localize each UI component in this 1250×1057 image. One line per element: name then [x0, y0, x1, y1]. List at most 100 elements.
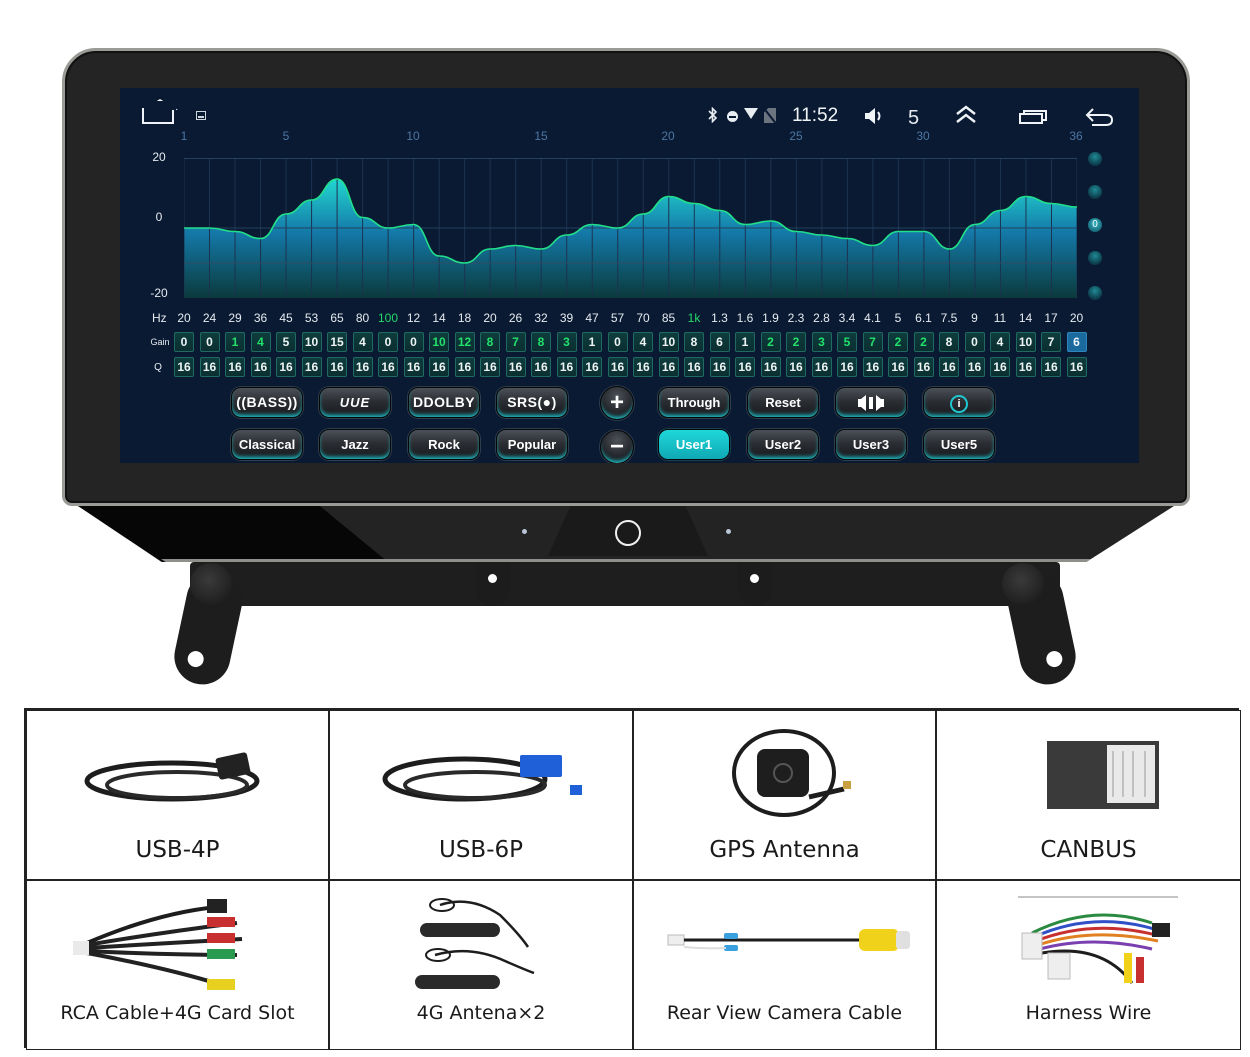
q-cell[interactable]: 16	[837, 357, 857, 377]
q-cell[interactable]: 16	[352, 357, 373, 377]
dolby-button[interactable]: DDOLBY	[408, 387, 480, 418]
physical-home-button[interactable]	[615, 520, 641, 546]
gain-cell[interactable]: 3	[811, 332, 832, 352]
gain-cell[interactable]: 0	[964, 332, 985, 352]
srs-button[interactable]: SRS(●)	[496, 387, 568, 418]
q-cell[interactable]: 16	[811, 357, 832, 377]
gain-cell[interactable]: 3	[556, 332, 577, 352]
user5-button[interactable]: User5	[923, 429, 995, 460]
through-button[interactable]: Through	[658, 387, 730, 418]
q-cell[interactable]: 16	[556, 357, 577, 377]
q-cell[interactable]: 16	[480, 357, 500, 377]
gain-cell[interactable]: 10	[1015, 332, 1036, 352]
q-cell[interactable]: 16	[174, 357, 194, 377]
gain-cell[interactable]: 5	[837, 332, 857, 352]
q-cell[interactable]: 16	[888, 357, 908, 377]
reset-button[interactable]: Reset	[747, 387, 819, 418]
q-cell[interactable]: 16	[1015, 357, 1036, 377]
increase-button[interactable]: +	[600, 386, 634, 420]
q-cell[interactable]: 16	[454, 357, 475, 377]
gain-cell[interactable]: 10	[658, 332, 679, 352]
gain-cell[interactable]: 7	[1041, 332, 1061, 352]
rail-dot[interactable]	[1088, 185, 1102, 199]
collapse-icon[interactable]	[954, 104, 978, 126]
q-cell[interactable]: 16	[403, 357, 424, 377]
gain-cell[interactable]: 8	[684, 332, 704, 352]
q-cell[interactable]: 16	[225, 357, 245, 377]
q-cell[interactable]: 16	[735, 357, 755, 377]
user3-button[interactable]: User3	[835, 429, 907, 460]
gain-cell[interactable]: 2	[888, 332, 908, 352]
gain-cell[interactable]: 0	[199, 332, 220, 352]
gain-slider-thumb[interactable]: 0	[1088, 218, 1102, 232]
gain-cell[interactable]: 0	[403, 332, 424, 352]
speaker-icon[interactable]	[864, 107, 886, 125]
q-cell[interactable]: 16	[378, 357, 398, 377]
gain-cell[interactable]: 6	[1066, 332, 1087, 352]
q-cell[interactable]: 16	[964, 357, 985, 377]
balance-speaker-button[interactable]	[835, 387, 907, 418]
gain-cell[interactable]: 2	[786, 332, 806, 352]
q-cell[interactable]: 16	[684, 357, 704, 377]
gain-cell[interactable]: 8	[939, 332, 959, 352]
gain-cell[interactable]: 4	[990, 332, 1010, 352]
rail-dot[interactable]	[1088, 152, 1102, 166]
gain-cell[interactable]: 7	[862, 332, 883, 352]
gain-cell[interactable]: 4	[250, 332, 271, 352]
rail-dot[interactable]	[1088, 286, 1102, 300]
q-cell[interactable]: 16	[1041, 357, 1061, 377]
user1-button[interactable]: User1	[658, 429, 730, 460]
q-cell[interactable]: 16	[531, 357, 551, 377]
q-cell[interactable]: 16	[276, 357, 296, 377]
gain-cell[interactable]: 1	[225, 332, 245, 352]
q-cell[interactable]: 16	[301, 357, 322, 377]
gain-cell[interactable]: 0	[378, 332, 398, 352]
q-cell[interactable]: 16	[1066, 357, 1087, 377]
preset-rock-button[interactable]: Rock	[408, 429, 480, 460]
gain-cell[interactable]: 12	[454, 332, 475, 352]
eq-curve-chart[interactable]	[184, 158, 1077, 298]
q-cell[interactable]: 16	[633, 357, 653, 377]
gain-cell[interactable]: 8	[531, 332, 551, 352]
gain-cell[interactable]: 0	[174, 332, 194, 352]
q-cell[interactable]: 16	[607, 357, 628, 377]
decrease-button[interactable]: −	[600, 430, 634, 463]
gain-cell[interactable]: 4	[352, 332, 373, 352]
gain-cell[interactable]: 8	[480, 332, 500, 352]
user2-button[interactable]: User2	[747, 429, 819, 460]
q-cell[interactable]: 16	[939, 357, 959, 377]
gain-cell[interactable]: 10	[301, 332, 322, 352]
info-button[interactable]: i	[923, 387, 995, 418]
q-cell[interactable]: 16	[658, 357, 679, 377]
gain-cell[interactable]: 10	[429, 332, 449, 352]
gain-cell[interactable]: 2	[760, 332, 781, 352]
q-cell[interactable]: 16	[760, 357, 781, 377]
q-cell[interactable]: 16	[709, 357, 730, 377]
gain-cell[interactable]: 0	[607, 332, 628, 352]
gain-cell[interactable]: 5	[276, 332, 296, 352]
q-cell[interactable]: 16	[505, 357, 526, 377]
q-cell[interactable]: 16	[582, 357, 602, 377]
preset-popular-button[interactable]: Popular	[496, 429, 568, 460]
gain-cell[interactable]: 1	[735, 332, 755, 352]
q-cell[interactable]: 16	[990, 357, 1010, 377]
q-cell[interactable]: 16	[913, 357, 934, 377]
q-cell[interactable]: 16	[786, 357, 806, 377]
back-icon[interactable]	[1084, 106, 1114, 128]
preset-classical-button[interactable]: Classical	[231, 429, 303, 460]
gain-cell[interactable]: 6	[709, 332, 730, 352]
q-cell[interactable]: 16	[327, 357, 347, 377]
vue-button[interactable]: UUE	[319, 387, 391, 418]
q-cell[interactable]: 16	[862, 357, 883, 377]
home-icon[interactable]	[142, 108, 174, 124]
gain-cell[interactable]: 2	[913, 332, 934, 352]
gain-cell[interactable]: 1	[582, 332, 602, 352]
q-cell[interactable]: 16	[250, 357, 271, 377]
rail-dot[interactable]	[1088, 251, 1102, 265]
preset-jazz-button[interactable]: Jazz	[319, 429, 391, 460]
gain-cell[interactable]: 7	[505, 332, 526, 352]
bass-button[interactable]: ((BASS))	[231, 387, 303, 418]
gain-cell[interactable]: 4	[633, 332, 653, 352]
gain-slider-rail[interactable]: 0	[1088, 148, 1104, 300]
recents-icon[interactable]	[1019, 110, 1047, 124]
